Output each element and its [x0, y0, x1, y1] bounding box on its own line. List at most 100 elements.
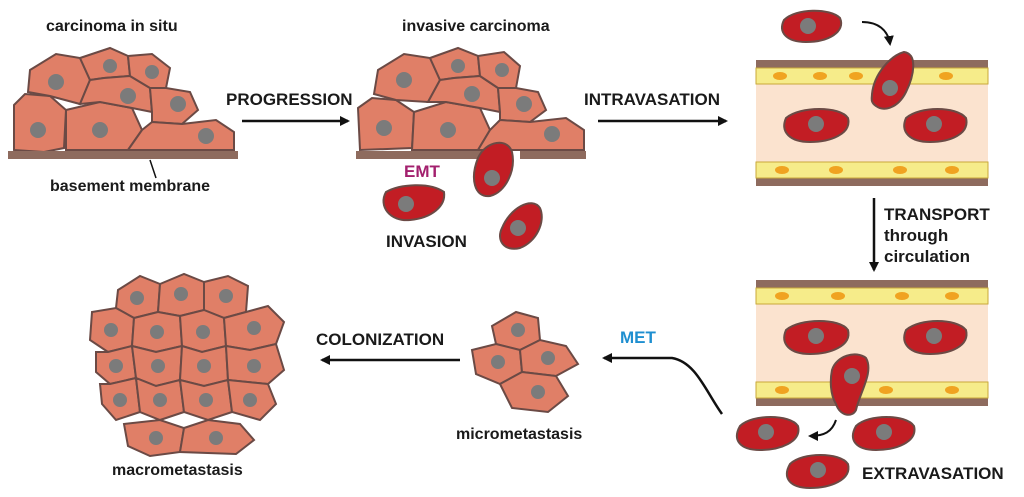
cell-nucleus — [398, 196, 414, 212]
cell-nucleus — [104, 323, 118, 337]
cell-nucleus — [48, 74, 64, 90]
endothelial-layer — [755, 67, 989, 85]
endothelial-nucleus — [775, 386, 789, 394]
cell-nucleus — [882, 80, 898, 96]
cell-nucleus — [145, 65, 159, 79]
cell-nucleus — [120, 88, 136, 104]
extravasation-label: EXTRAVASATION — [862, 464, 1004, 483]
cell-nucleus — [531, 385, 545, 399]
transport-line1: TRANSPORT — [884, 205, 990, 224]
vessel-wall-bottom — [756, 398, 988, 406]
macrometastasis-cluster — [88, 272, 286, 458]
invasive-carcinoma-cluster — [356, 46, 586, 250]
exit-arrow — [808, 419, 837, 441]
cell-nucleus — [247, 321, 261, 335]
invasion-label: INVASION — [386, 232, 467, 251]
endothelial-nucleus — [939, 72, 953, 80]
transport-line3: circulation — [884, 247, 970, 266]
cell-nucleus — [376, 120, 392, 136]
basement-membrane-bar — [8, 151, 238, 159]
carcinoma-in-situ-cluster — [8, 46, 238, 179]
cell-nucleus — [103, 59, 117, 73]
endothelial-nucleus — [813, 72, 827, 80]
cell-nucleus — [30, 122, 46, 138]
met-arrow — [602, 353, 724, 415]
basement-membrane-pointer — [149, 159, 157, 179]
cell-nucleus — [484, 170, 500, 186]
endothelial-nucleus — [831, 292, 845, 300]
basement-membrane-label: basement membrane — [50, 178, 211, 195]
intravasating-cell — [870, 50, 915, 110]
endothelial-nucleus — [945, 166, 959, 174]
cell-nucleus — [544, 126, 560, 142]
vessel-wall-top — [756, 60, 988, 68]
cell-nucleus — [758, 424, 774, 440]
cell-nucleus — [876, 424, 892, 440]
endothelial-nucleus — [829, 166, 843, 174]
cell-nucleus — [174, 287, 188, 301]
cell-nucleus — [170, 96, 186, 112]
cell-nucleus — [844, 368, 860, 384]
cell-nucleus — [451, 59, 465, 73]
cell-nucleus — [109, 359, 123, 373]
extravasating-cell — [829, 353, 870, 416]
endothelial-nucleus — [849, 72, 863, 80]
cell-nucleus — [153, 393, 167, 407]
cell-nucleus — [541, 351, 555, 365]
endothelial-layer — [755, 161, 989, 179]
transport-line2: through — [884, 226, 949, 245]
endothelial-nucleus — [879, 386, 893, 394]
cell-nucleus — [197, 359, 211, 373]
endothelial-nucleus — [773, 72, 787, 80]
endothelial-nucleus — [775, 166, 789, 174]
cell-nucleus — [396, 72, 412, 88]
carcinoma-in-situ-label: carcinoma in situ — [46, 18, 178, 36]
cell-nucleus — [113, 393, 127, 407]
cell-nucleus — [196, 325, 210, 339]
invading-cell — [473, 142, 514, 198]
blood-vessel-upper — [755, 9, 989, 186]
cell-nucleus — [464, 86, 480, 102]
cell-nucleus — [495, 63, 509, 77]
epithelial-cell — [126, 118, 235, 151]
progression-label: PROGRESSION — [226, 90, 353, 109]
cell-nucleus — [440, 122, 456, 138]
carcinoma-prefix: carcinoma — [46, 18, 131, 35]
colonization-label: COLONIZATION — [316, 330, 445, 349]
cell-nucleus — [511, 323, 525, 337]
micrometastasis-label: micrometastasis — [456, 426, 583, 443]
cell-nucleus — [247, 359, 261, 373]
invasive-carcinoma-label: invasive carcinoma — [402, 18, 550, 35]
cell-nucleus — [800, 18, 816, 34]
endothelial-nucleus — [895, 292, 909, 300]
cell-nucleus — [926, 116, 942, 132]
cell-nucleus — [510, 220, 526, 236]
entry-arrow — [861, 21, 894, 46]
vessel-wall-top — [756, 280, 988, 288]
met-label: MET — [620, 328, 656, 347]
cell-nucleus — [149, 431, 163, 445]
macrometastasis-label: macrometastasis — [112, 462, 243, 479]
cell-nucleus — [219, 289, 233, 303]
cell-nucleus — [151, 359, 165, 373]
in-situ-italic: in situ — [130, 18, 178, 35]
cell-nucleus — [199, 393, 213, 407]
cell-nucleus — [491, 355, 505, 369]
cell-nucleus — [516, 96, 532, 112]
emt-label: EMT — [404, 162, 440, 181]
intravasation-label: INTRAVASATION — [584, 90, 720, 109]
endothelial-nucleus — [893, 166, 907, 174]
endothelial-layer — [755, 287, 989, 305]
basement-membrane-bar — [356, 151, 486, 159]
endothelial-nucleus — [945, 386, 959, 394]
cell-nucleus — [92, 122, 108, 138]
cell-nucleus — [209, 431, 223, 445]
cell-nucleus — [808, 116, 824, 132]
basement-membrane-bar — [520, 151, 586, 159]
endothelial-nucleus — [945, 292, 959, 300]
endothelial-layer — [755, 381, 989, 399]
cell-nucleus — [808, 328, 824, 344]
endothelial-nucleus — [775, 292, 789, 300]
cell-nucleus — [130, 291, 144, 305]
